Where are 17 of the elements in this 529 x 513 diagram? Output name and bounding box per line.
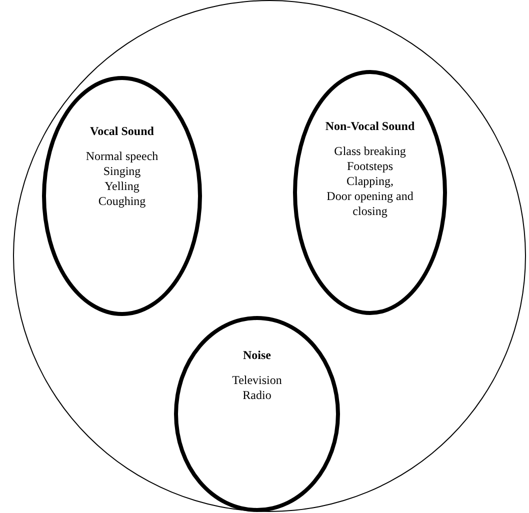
- example-item: Radio: [242, 388, 272, 403]
- category-ellipse: [293, 70, 447, 315]
- example-item: Normal speech: [86, 149, 158, 164]
- example-item: Coughing: [98, 194, 146, 209]
- example-item: Glass breaking: [334, 144, 406, 159]
- category-ellipse: [42, 76, 202, 316]
- example-item: Yelling: [104, 179, 140, 194]
- category-ellipse: [174, 316, 340, 512]
- example-item: Door opening and closing: [326, 189, 414, 219]
- example-item: Television: [232, 373, 282, 388]
- category-heading: Non-Vocal Sound: [325, 119, 415, 134]
- example-item: Singing: [103, 164, 141, 179]
- example-item: Clapping,: [346, 174, 394, 189]
- category-heading: Noise: [243, 348, 271, 363]
- outer-circle: [13, 0, 526, 512]
- category-heading: Vocal Sound: [90, 124, 154, 139]
- example-item: Footsteps: [346, 159, 393, 174]
